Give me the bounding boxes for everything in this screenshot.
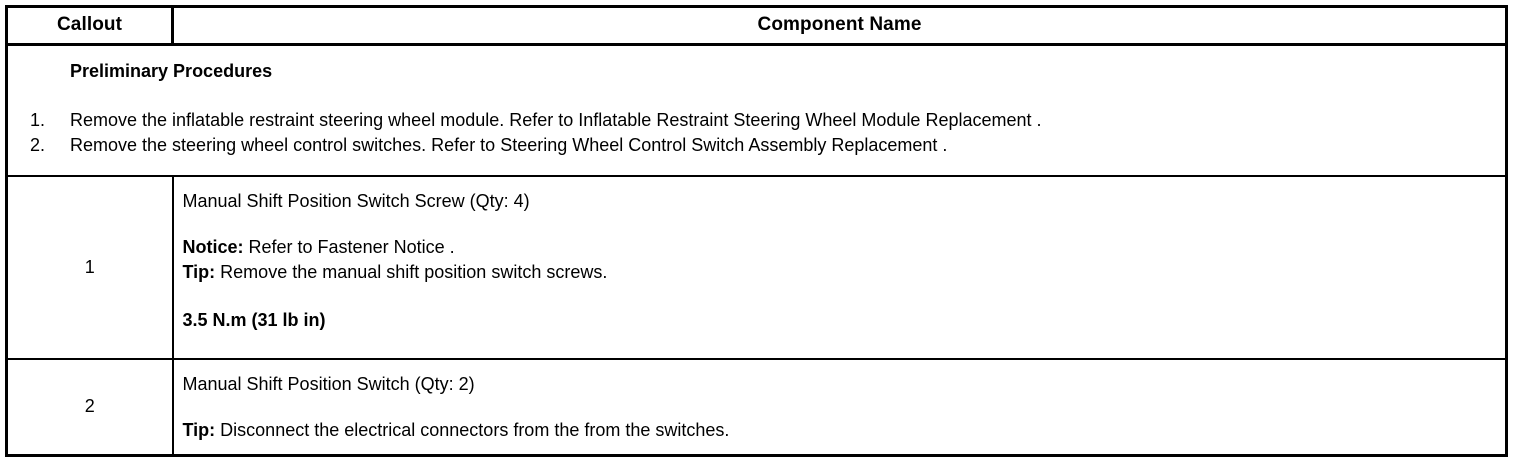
torque-specification: 3.5 N.m (31 lb in): [182, 309, 326, 330]
step-text: Remove the inflatable restraint steering…: [70, 110, 1042, 130]
tip-text: Remove the manual shift position switch …: [215, 261, 608, 282]
step-text: Remove the steering wheel control switch…: [70, 135, 948, 155]
component-detail-cell: Manual Shift Position Switch (Qty: 2) Ti…: [173, 359, 1507, 456]
component-title: Manual Shift Position Switch (Qty: 2): [182, 373, 475, 394]
table-header-row: Callout Component Name: [6, 6, 1507, 46]
list-item: 1. Remove the inflatable restraint steer…: [8, 108, 1505, 133]
table-row: 2 Manual Shift Position Switch (Qty: 2) …: [6, 358, 1507, 456]
table-header: Callout Component Name: [6, 6, 1507, 46]
tip-label: Tip:: [182, 261, 216, 282]
table-row: 1 Manual Shift Position Switch Screw (Qt…: [6, 175, 1507, 360]
callout-number: 2: [6, 358, 174, 456]
step-number: 1.: [30, 110, 46, 130]
tip-block: Tip: Disconnect the electrical connector…: [183, 418, 1506, 443]
callout-number: 1: [6, 175, 174, 360]
preliminary-procedures-title: Preliminary Procedures: [70, 61, 273, 81]
table-body: Preliminary Procedures 1. Remove the inf…: [6, 44, 1507, 456]
component-title: Manual Shift Position Switch Screw (Qty:…: [182, 190, 530, 211]
notice-and-tip-block: Notice: Refer to Fastener Notice . Tip: …: [183, 235, 1506, 285]
list-item: 2. Remove the steering wheel control swi…: [8, 133, 1505, 158]
tip-line: Tip: Remove the manual shift position sw…: [183, 260, 1506, 285]
preliminary-procedures-cell: Preliminary Procedures 1. Remove the inf…: [6, 44, 1507, 177]
tip-label: Tip:: [182, 419, 216, 440]
notice-line: Notice: Refer to Fastener Notice .: [183, 235, 1506, 260]
column-header-callout: Callout: [6, 6, 174, 46]
notice-label: Notice:: [182, 236, 244, 257]
step-number: 2.: [30, 135, 46, 155]
preliminary-steps-list: 1. Remove the inflatable restraint steer…: [8, 108, 1505, 158]
service-procedure-table: Callout Component Name Preliminary Proce…: [5, 5, 1508, 457]
tip-line: Tip: Disconnect the electrical connector…: [183, 418, 1506, 443]
column-header-component-name: Component Name: [172, 6, 1507, 46]
tip-text: Disconnect the electrical connectors fro…: [215, 419, 730, 440]
component-detail-cell: Manual Shift Position Switch Screw (Qty:…: [172, 175, 1507, 360]
notice-text: Refer to Fastener Notice .: [243, 236, 455, 257]
preliminary-procedures-row: Preliminary Procedures 1. Remove the inf…: [6, 44, 1507, 177]
